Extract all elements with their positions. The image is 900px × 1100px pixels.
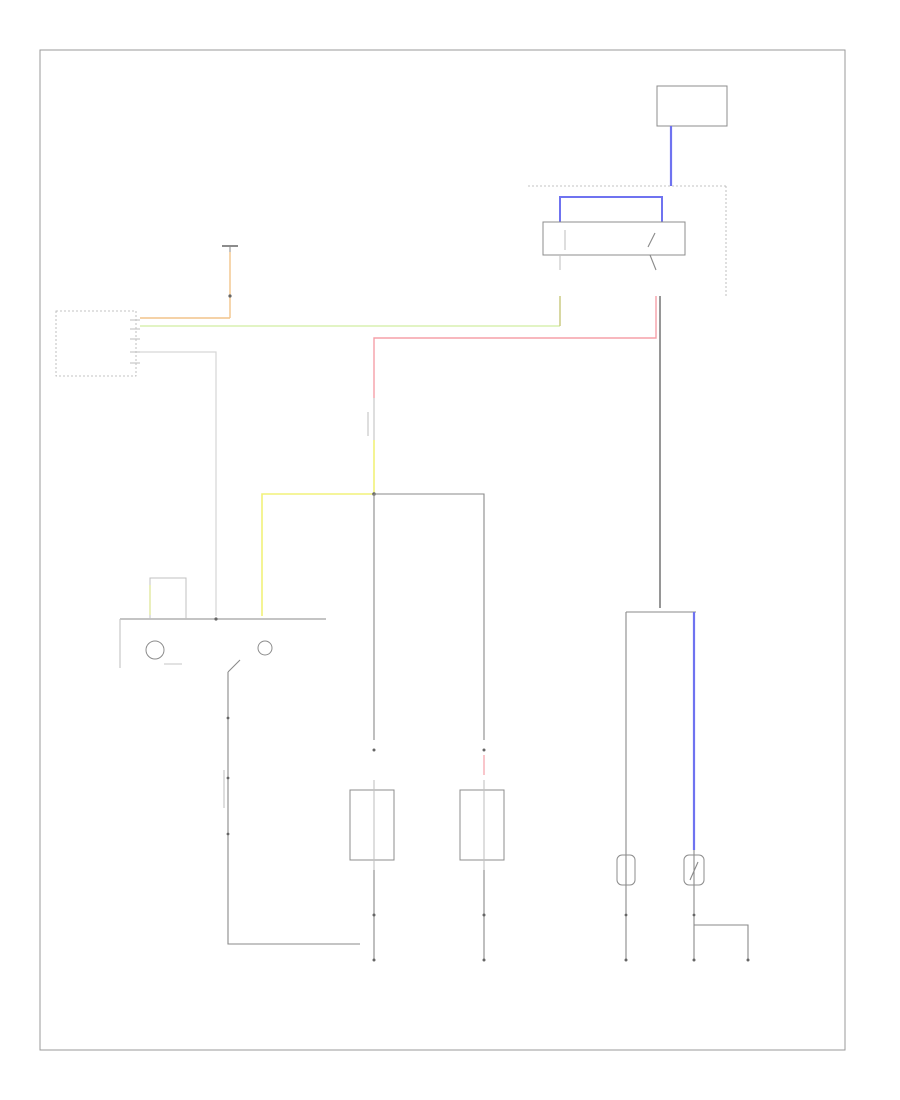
ground-bottom-2 [482,958,486,962]
grounds-bottom [372,958,750,962]
splice-right [616,611,749,960]
junction-left-3 [226,832,230,836]
lamp-cargo-left [616,854,636,886]
switch-assembly-left [119,577,326,673]
ground-bottom-5 [746,958,750,962]
relay-switch [647,232,656,248]
control-module-left [55,310,140,377]
lamp-cargo-right [683,854,705,886]
illumination-lamp [145,640,165,660]
relay-pin-2 [649,254,657,271]
ground-bottom-1 [372,958,376,962]
relay-box-top-right [528,185,727,296]
lamp-left-junction-top [372,748,376,752]
lamp-right-body [459,789,505,861]
junction-left-2 [226,776,230,780]
lamp-left-door [349,748,395,960]
lamp-right-door [459,748,505,960]
lamp-left-junction-bottom [372,913,376,917]
diagram-frame [39,49,846,1051]
wire-to-right-lamp [374,493,485,740]
ground-bottom-4 [692,958,696,962]
switch-junction [214,617,218,621]
relay-component [542,221,686,256]
fuse-middle [367,398,375,440]
blue-wire-relay-loop [559,196,663,222]
fuse-box-top-right [656,85,728,186]
lamp-left-body [349,789,395,861]
switch-lever [227,659,241,673]
lamp-cargo-right-filament [689,861,699,881]
junction-left-1 [226,716,230,720]
pink-wire-from-relay [373,296,657,398]
green-yellow-loop [149,577,187,619]
indicator-lamp [257,640,273,656]
wire-switch-to-ground [227,672,360,945]
ground-bottom-3 [624,958,628,962]
ground-top-left [222,245,238,318]
lamp-right-junction-top [482,748,486,752]
lamp-right-junction-bottom [482,913,486,917]
wire-to-far-right-ground [694,924,749,960]
fuse-box-outline [656,85,728,127]
gray-wire-module-down [140,351,217,616]
junction-right-2 [692,913,696,917]
junction-right-1 [624,913,628,917]
orange-wire-junction [228,294,232,298]
control-module-outline [55,310,137,377]
yellow-wire-to-switch [261,493,374,616]
